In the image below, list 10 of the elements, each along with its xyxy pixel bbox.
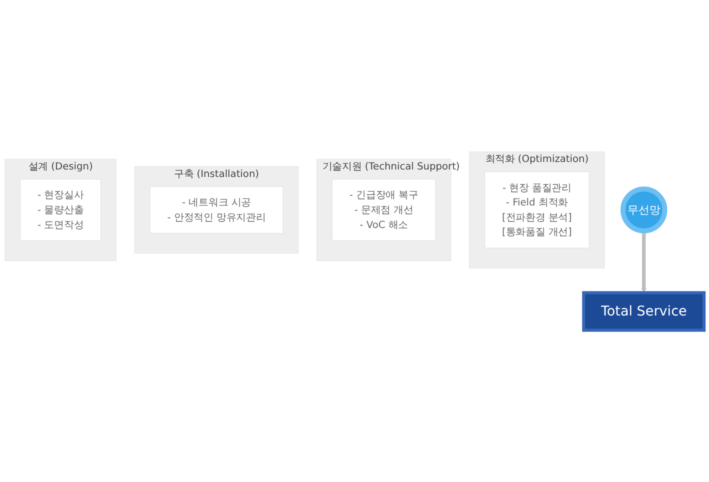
node-box — [484, 171, 590, 248]
arrow — [641, 230, 647, 293]
node-box — [332, 178, 436, 241]
cluster — [134, 166, 299, 254]
node-box — [582, 291, 706, 332]
node-circle — [620, 186, 668, 234]
node-box — [150, 186, 284, 234]
node-box — [20, 178, 102, 241]
cluster — [469, 151, 605, 268]
cluster — [4, 158, 117, 261]
